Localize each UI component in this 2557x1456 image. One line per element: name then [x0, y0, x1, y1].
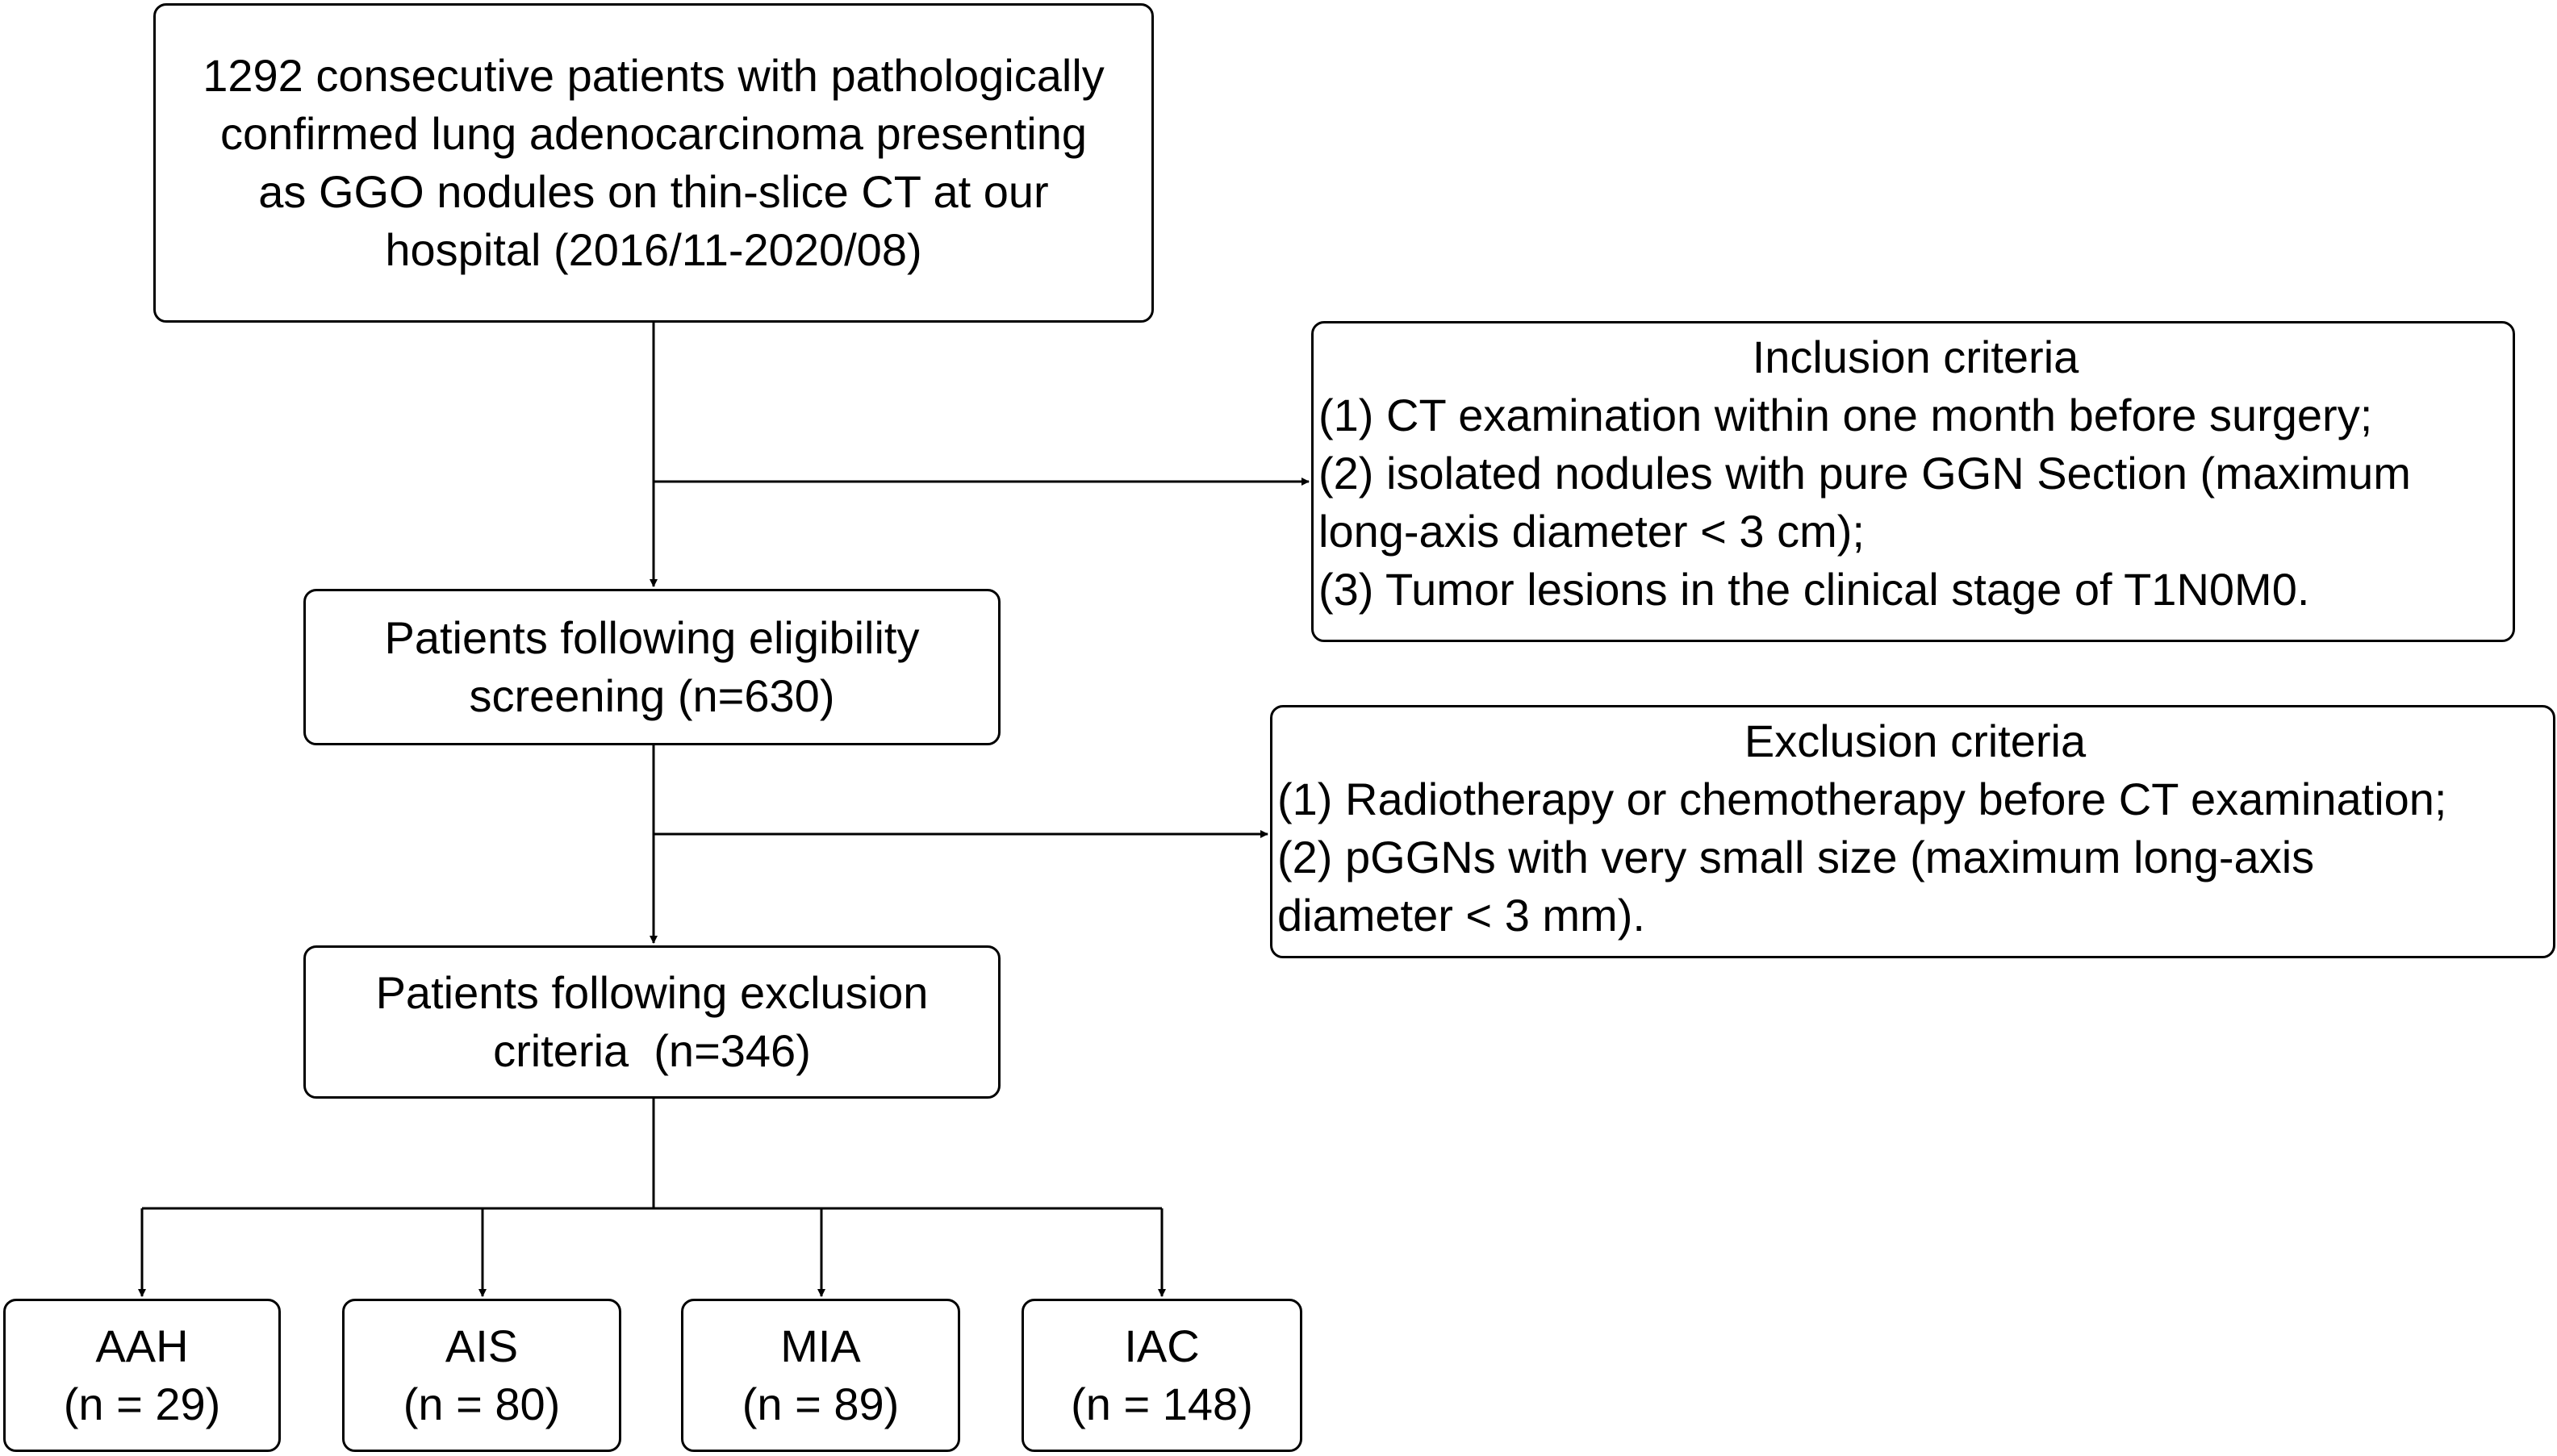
- inclusion-criterion: (1) CT examination within one month befo…: [1318, 390, 2373, 440]
- group-name: AAH: [95, 1320, 189, 1371]
- initial-cohort-line: confirmed lung adenocarcinoma presenting: [220, 108, 1087, 159]
- initial-cohort-line: hospital (2016/11-2020/08): [385, 224, 922, 275]
- group-count: (n = 148): [1071, 1379, 1253, 1429]
- group-box-iac: IAC (n = 148): [1022, 1299, 1302, 1452]
- inclusion-criterion: (2) isolated nodules with pure GGN Secti…: [1318, 448, 2411, 499]
- inclusion-criteria-heading: Inclusion criteria: [1752, 332, 2079, 382]
- eligibility-screening-line: Patients following eligibility: [384, 612, 920, 663]
- eligibility-screening-line: screening (n=630): [469, 670, 835, 721]
- post-exclusion-box: Patients following exclusion criteria (n…: [303, 945, 1001, 1099]
- group-box-ais: AIS (n = 80): [342, 1299, 621, 1452]
- group-count: (n = 29): [63, 1379, 221, 1429]
- group-box-mia: MIA (n = 89): [681, 1299, 960, 1452]
- inclusion-criteria-box: Inclusion criteria (1) CT examination wi…: [1311, 321, 2515, 642]
- exclusion-criteria-heading: Exclusion criteria: [1744, 715, 2087, 766]
- initial-cohort-box: 1292 consecutive patients with pathologi…: [153, 3, 1154, 323]
- exclusion-criterion: (2) pGGNs with very small size (maximum …: [1277, 832, 2315, 882]
- group-name: MIA: [780, 1320, 861, 1371]
- inclusion-criterion: long-axis diameter < 3 cm);: [1318, 506, 1865, 557]
- group-box-aah: AAH (n = 29): [3, 1299, 281, 1452]
- group-count: (n = 80): [403, 1379, 561, 1429]
- post-exclusion-line: criteria (n=346): [493, 1025, 811, 1076]
- post-exclusion-line: Patients following exclusion: [375, 967, 929, 1018]
- group-name: AIS: [445, 1320, 519, 1371]
- eligibility-screening-box: Patients following eligibility screening…: [303, 589, 1001, 745]
- exclusion-criterion: (1) Radiotherapy or chemotherapy before …: [1277, 774, 2447, 824]
- group-count: (n = 89): [742, 1379, 900, 1429]
- exclusion-criteria-box: Exclusion criteria (1) Radiotherapy or c…: [1270, 705, 2555, 958]
- group-name: IAC: [1124, 1320, 1200, 1371]
- exclusion-criterion: diameter < 3 mm).: [1277, 890, 1645, 941]
- inclusion-criterion: (3) Tumor lesions in the clinical stage …: [1318, 564, 2310, 615]
- initial-cohort-line: 1292 consecutive patients with pathologi…: [203, 50, 1105, 101]
- initial-cohort-line: as GGO nodules on thin-slice CT at our: [258, 166, 1049, 217]
